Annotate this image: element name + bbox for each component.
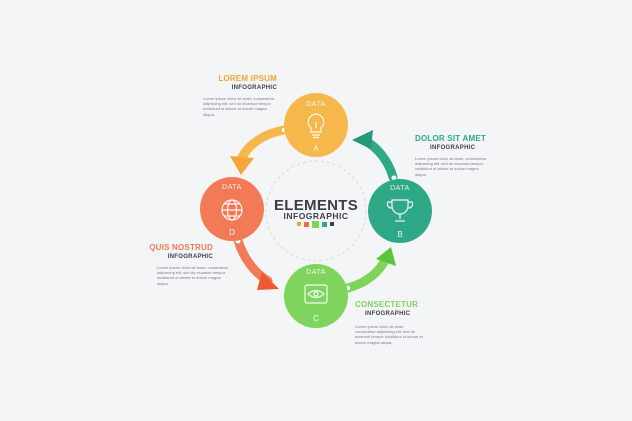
node-d-letter: D <box>229 228 235 237</box>
node-b-letter: B <box>397 230 402 239</box>
arrow-b-to-a <box>352 130 398 182</box>
node-d[interactable]: DATA D <box>200 177 264 241</box>
callout-b-subtitle: INFOGRAPHIC <box>430 145 476 151</box>
node-a[interactable]: DATA A <box>284 93 348 157</box>
node-b[interactable]: DATA B <box>368 179 432 243</box>
callout-d-title: QUIS NOSTRUD <box>149 243 213 252</box>
callout-b: DOLOR SIT AMET INFOGRAPHIC Lorem ipsum d… <box>415 134 515 177</box>
callout-a-title: LOREM IPSUM <box>218 74 277 83</box>
center-subtitle: INFOGRAPHIC <box>284 211 349 221</box>
swatch-5 <box>330 222 334 226</box>
node-c-top-label: DATA <box>306 269 326 276</box>
trophy-icon <box>386 199 414 222</box>
callout-d: QUIS NOSTRUD INFOGRAPHIC Lorem ipsum dol… <box>113 243 228 286</box>
swatch-4 <box>322 222 327 227</box>
lightbulb-icon <box>307 113 325 139</box>
node-a-top-label: DATA <box>306 101 326 108</box>
node-b-circle <box>368 179 432 243</box>
callout-c-subtitle: INFOGRAPHIC <box>365 311 411 317</box>
callout-a: LOREM IPSUM INFOGRAPHIC Lorem ipsum dolo… <box>177 74 277 117</box>
node-c-letter: C <box>313 314 319 323</box>
node-a-letter: A <box>313 144 319 153</box>
center-title: ELEMENTS <box>274 197 358 214</box>
swatch-3 <box>312 221 319 228</box>
arrow-d-to-c <box>233 235 279 290</box>
arrow-c-to-b <box>343 247 396 293</box>
swatch-2 <box>304 222 309 227</box>
node-d-top-label: DATA <box>222 184 242 191</box>
callout-c-body: Lorem ipsum dolor sit amet, consectetur … <box>355 324 423 345</box>
arrow-a-to-d <box>230 125 289 175</box>
eye-icon <box>304 284 328 304</box>
node-c[interactable]: DATA C <box>284 264 348 328</box>
callout-c-title: CONSECTETUR <box>355 300 419 309</box>
callout-a-body: Lorem ipsum dolor sit amet, consectetur … <box>203 96 275 117</box>
callout-d-body: Lorem ipsum dolor sit amet, consectetur … <box>157 265 229 286</box>
swatch-1 <box>297 222 301 226</box>
callout-b-title: DOLOR SIT AMET <box>415 134 486 143</box>
center-dashed-ring <box>265 160 367 262</box>
center-swatches <box>297 221 334 228</box>
callout-b-body: Lorem ipsum dolor sit amet, consectetur … <box>415 156 487 177</box>
callout-a-subtitle: INFOGRAPHIC <box>231 85 277 91</box>
callout-c: CONSECTETUR INFOGRAPHIC Lorem ipsum dolo… <box>355 300 455 345</box>
callout-d-subtitle: INFOGRAPHIC <box>167 254 213 260</box>
globe-icon <box>221 199 243 221</box>
node-b-top-label: DATA <box>390 185 410 192</box>
node-d-circle <box>200 177 264 241</box>
